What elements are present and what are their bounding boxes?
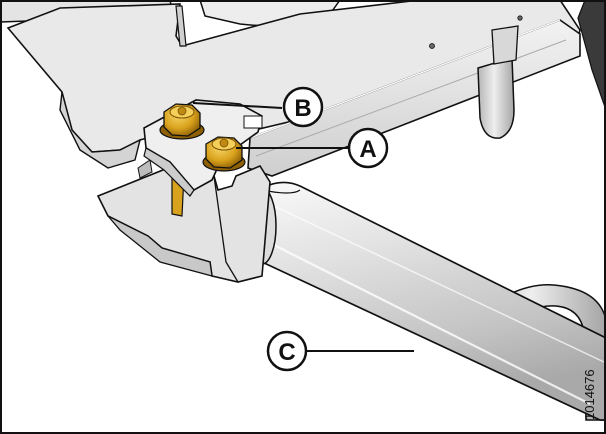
callout-a: A xyxy=(347,127,389,169)
lower-flange-nut xyxy=(202,136,246,172)
leader-line-b xyxy=(192,102,283,109)
vertical-hose xyxy=(477,25,519,139)
figure-id-number: 1014676 xyxy=(582,369,597,420)
callout-c: C xyxy=(266,330,308,372)
upper-flange-nut xyxy=(159,103,205,140)
callout-b-label: B xyxy=(294,95,311,122)
callout-a-label: A xyxy=(359,136,376,163)
callout-b: B xyxy=(282,86,324,128)
dark-side-panel xyxy=(577,0,606,111)
callout-c-label: C xyxy=(278,339,295,366)
